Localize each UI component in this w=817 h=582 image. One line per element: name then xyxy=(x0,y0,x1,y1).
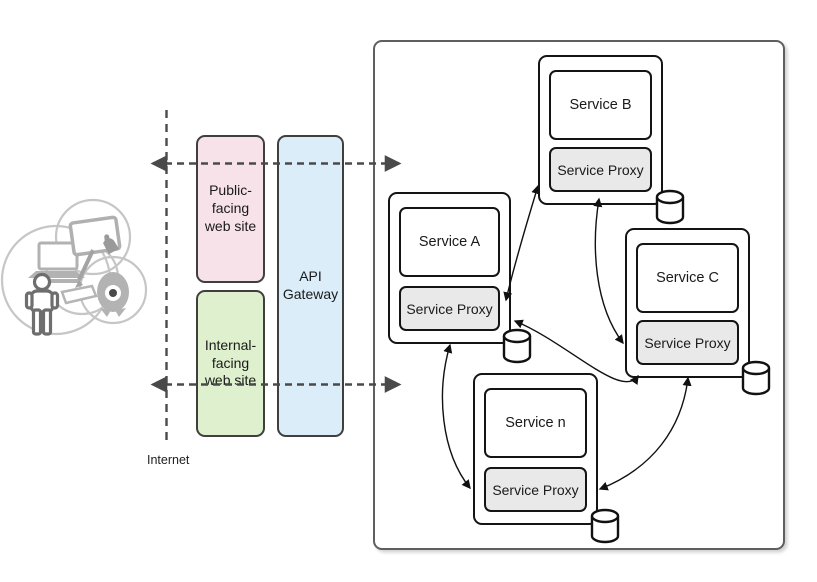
service-c-proxy-box: Service Proxy xyxy=(636,320,739,365)
service-a-label: Service A xyxy=(418,234,481,250)
person-icon xyxy=(24,272,60,336)
service-c-proxy-label: Service Proxy xyxy=(644,334,731,351)
internal-facing-website-label: Internal-facing web site xyxy=(204,336,257,389)
service-c-database-icon xyxy=(741,360,771,396)
service-c-label: Service C xyxy=(656,270,719,286)
service-n-label: Service n xyxy=(505,415,566,431)
internet-label: Internet xyxy=(147,453,190,467)
service-n-proxy-box: Service Proxy xyxy=(484,467,587,512)
service-n-proxy-label: Service Proxy xyxy=(492,481,579,498)
service-a-proxy-label: Service Proxy xyxy=(406,300,493,317)
service-c-group: Service C Service Proxy xyxy=(625,228,750,378)
client-circle xyxy=(54,198,132,276)
service-b-proxy-label: Service Proxy xyxy=(557,161,644,178)
service-b-label: Service B xyxy=(569,97,632,113)
internal-facing-website-box: Internal-facing web site xyxy=(196,290,265,437)
service-b-database-icon xyxy=(655,189,685,225)
service-a-box: Service A xyxy=(399,207,500,277)
service-b-group: Service B Service Proxy xyxy=(538,55,663,205)
api-gateway-label: API Gateway xyxy=(282,268,339,302)
service-a-proxy-box: Service Proxy xyxy=(399,286,500,331)
service-a-group: Service A Service Proxy xyxy=(388,192,511,344)
api-gateway-box: API Gateway xyxy=(277,135,344,437)
service-n-group: Service n Service Proxy xyxy=(473,373,598,525)
public-facing-website-label: Public-facing web site xyxy=(204,182,257,234)
service-b-proxy-box: Service Proxy xyxy=(549,147,652,192)
sketch-pen-icon xyxy=(60,249,98,305)
service-n-box: Service n xyxy=(484,388,587,458)
service-c-box: Service C xyxy=(636,243,739,313)
creature-icon xyxy=(97,272,129,317)
tablet-touch-icon xyxy=(68,215,122,257)
clients-illustration xyxy=(0,198,148,336)
service-a-database-icon xyxy=(502,328,532,364)
public-facing-website-box: Public-facing web site xyxy=(196,135,265,283)
service-n-database-icon xyxy=(590,508,620,544)
service-b-box: Service B xyxy=(549,70,652,140)
